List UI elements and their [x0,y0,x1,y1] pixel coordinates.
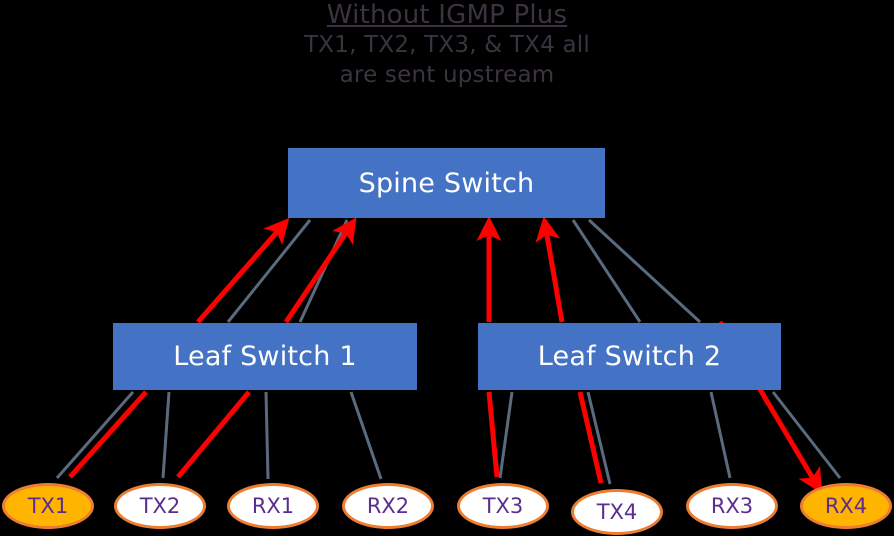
link-leaf2-to-spine [587,218,702,324]
spine-switch-label: Spine Switch [358,167,535,199]
traffic-link-tx4-to-leaf2 [577,391,604,484]
leaf-switch-1-label: Leaf Switch 1 [173,341,357,372]
title-block: Without IGMP Plus TX1, TX2, TX3, & TX4 a… [0,0,894,90]
endpoint-node-label: TX2 [139,494,181,518]
page-title: Without IGMP Plus [326,0,568,30]
link-leaf2-to-tx3 [498,391,514,479]
traffic-link-tx2-to-leaf1 [176,390,251,479]
link-leaf2-to-rx4 [771,391,842,479]
normal-links-group [55,218,842,485]
endpoint-node-label: TX1 [27,494,69,518]
traffic-link-leaf1-to-spine [196,217,290,324]
traffic-link-tx3-to-leaf2 [486,391,500,478]
subtitle-line-2: are sent upstream [339,62,555,88]
link-leaf1-to-rx1 [264,391,270,480]
link-leaf2-to-tx4 [586,391,612,485]
leaf-switch-1-node[interactable]: Leaf Switch 1 [113,323,417,390]
endpoint-node-rx2[interactable]: RX2 [342,483,434,529]
endpoint-node-tx4[interactable]: TX4 [571,489,663,535]
endpoint-node-rx1[interactable]: RX1 [227,483,319,529]
link-leaf1-to-spine [298,219,349,323]
subtitle-line-1: TX1, TX2, TX3, & TX4 all [304,32,590,58]
endpoint-node-label: RX3 [710,494,754,518]
endpoint-node-rx3[interactable]: RX3 [686,483,778,529]
link-leaf2-to-rx3 [709,391,732,479]
traffic-link-tx1-to-leaf1 [68,390,148,479]
endpoint-node-label: RX2 [366,494,410,518]
link-leaf1-to-spine [226,219,312,323]
endpoint-node-tx1[interactable]: TX1 [2,483,94,529]
leaf-switch-2-label: Leaf Switch 2 [537,341,722,372]
spine-switch-node[interactable]: Spine Switch [288,148,605,218]
endpoint-node-label: TX4 [596,500,638,524]
leaf-switch-2-node[interactable]: Leaf Switch 2 [478,323,781,390]
traffic-link-leaf2-to-spine [535,216,565,323]
link-leaf2-to-spine [571,219,642,323]
endpoint-node-tx2[interactable]: TX2 [114,483,206,529]
traffic-link-leaf1-to-spine [283,217,357,324]
link-leaf1-to-tx1 [55,391,135,479]
endpoint-node-label: TX3 [482,494,524,518]
link-leaf1-to-rx2 [349,391,383,480]
endpoint-node-label: RX4 [824,494,868,518]
endpoint-node-label: RX1 [251,494,295,518]
endpoint-node-tx3[interactable]: TX3 [457,483,549,529]
endpoint-node-rx4[interactable]: RX4 [800,483,892,529]
link-leaf1-to-tx2 [161,391,171,479]
